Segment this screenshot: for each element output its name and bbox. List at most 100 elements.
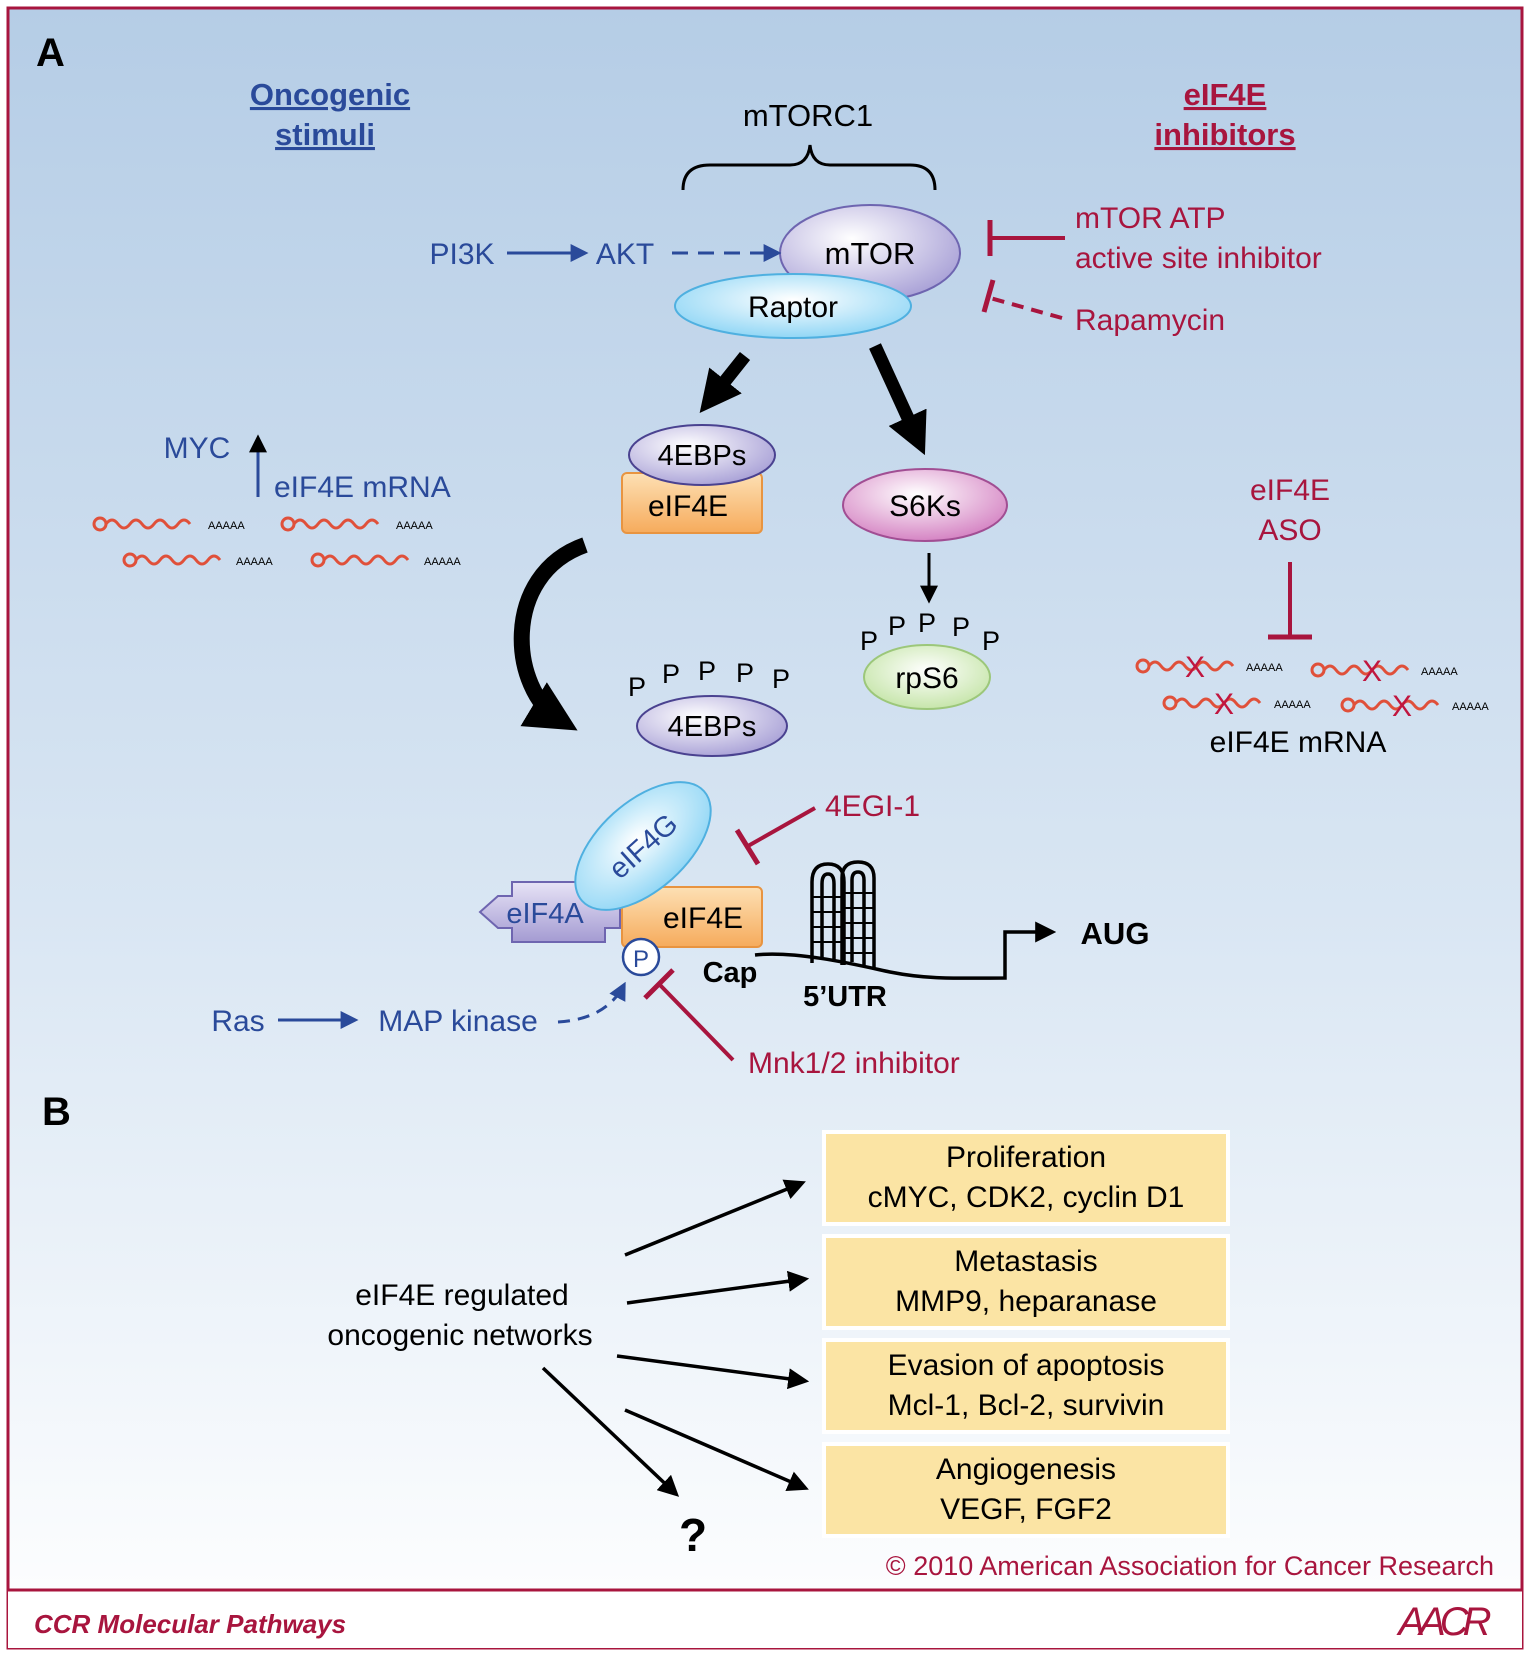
phosphate: P	[662, 659, 680, 689]
mrna-5utr-line	[754, 921, 1057, 980]
mrna-transcript-blocked: AAAAA	[1162, 695, 1311, 711]
poly-a-tail: AAAAA	[1274, 699, 1311, 711]
rps6-node	[863, 644, 991, 710]
mapk-phosphorylation-arrow	[557, 981, 626, 1024]
raptor-node	[674, 273, 912, 339]
aug-label: AUG	[1081, 916, 1150, 951]
network-source-line2: oncogenic networks	[327, 1319, 592, 1352]
mrna-transcript: AAAAA	[92, 516, 245, 532]
mrna-transcript: AAAAA	[310, 552, 461, 568]
poly-a-tail: AAAAA	[1421, 666, 1458, 678]
outcome-box: Angiogenesis VEGF, FGF2	[822, 1442, 1230, 1538]
outcome-genes: MMP9, heparanase	[895, 1285, 1157, 1318]
unknown-outcome: ?	[679, 1509, 707, 1561]
poly-a-tail: AAAAA	[1246, 662, 1283, 674]
panel-a-label: A	[36, 31, 65, 75]
outcome-box-bg	[822, 1442, 1230, 1538]
knockdown-x: X	[1362, 655, 1382, 688]
eif4e-mrna-left-label: eIF4E mRNA	[274, 471, 451, 504]
panel-b-label: B	[42, 1090, 71, 1134]
utr-hairpin	[840, 860, 876, 968]
rapamycin-inhibition-line	[989, 296, 1063, 320]
network-arrow	[616, 1354, 810, 1390]
4ebps-bound-node	[628, 424, 776, 486]
outcome-box-bg	[822, 1234, 1230, 1330]
phosphate: P	[860, 626, 878, 656]
mrna-transcript-blocked: AAAAA	[1310, 662, 1458, 678]
outcome-genes: cMYC, CDK2, cyclin D1	[868, 1181, 1185, 1214]
network-arrow	[624, 1179, 806, 1257]
network-arrow	[624, 1408, 809, 1491]
s6ks-label: S6Ks	[889, 490, 961, 523]
inhibitors-title-line1: eIF4E	[1184, 77, 1267, 112]
ras-label: Ras	[211, 1005, 264, 1038]
outcome-title: Proliferation	[946, 1141, 1106, 1174]
outcome-box-bg	[822, 1338, 1230, 1434]
mtor-label: mTOR	[825, 236, 916, 271]
phosphate: P	[982, 626, 1000, 656]
4ebps-phospho-node	[636, 695, 788, 757]
4egi1-label: 4EGI-1	[825, 790, 920, 823]
mrna-transcript: AAAAA	[280, 516, 433, 532]
inhibitors-title-line2: inhibitors	[1154, 117, 1295, 152]
mtorc1-s6k-arrow	[869, 343, 927, 456]
phosphate: P	[888, 611, 906, 641]
knockdown-x: X	[1392, 690, 1412, 723]
mtorc1-4ebp-arrow	[699, 351, 751, 414]
pi3k-label: PI3K	[429, 238, 494, 271]
phosphate-circle-label: P	[633, 946, 649, 973]
knockdown-x: X	[1214, 688, 1234, 721]
mnk-inhibitor-label: Mnk1/2 inhibitor	[748, 1047, 960, 1080]
poly-a-tail: AAAAA	[208, 520, 245, 532]
phosphate-circle	[621, 937, 661, 977]
4ebp-release-arrow	[513, 537, 588, 731]
4ebps-phospho-label: 4EBPs	[668, 711, 757, 743]
poly-a-tail: AAAAA	[424, 556, 461, 568]
footer-band	[8, 1590, 1522, 1648]
eif4g-node	[574, 781, 712, 911]
oncogenic-title-line2: stimuli	[275, 117, 375, 152]
aso-label-line2: ASO	[1258, 514, 1321, 547]
poly-a-tail: AAAAA	[396, 520, 433, 532]
poly-a-tail: AAAAA	[236, 556, 273, 568]
outcome-box: Evasion of apoptosis Mcl-1, Bcl-2, survi…	[822, 1338, 1230, 1434]
mtor-atp-inhibitor-line1: mTOR ATP	[1075, 202, 1226, 235]
mnk-inhibition-line	[658, 983, 735, 1062]
eif4a-label: eIF4A	[506, 898, 584, 930]
outcome-box: Metastasis MMP9, heparanase	[822, 1234, 1230, 1330]
poly-a-tail: AAAAA	[1452, 701, 1489, 713]
network-arrow	[626, 1270, 810, 1305]
raptor-label: Raptor	[748, 291, 838, 324]
mrna-transcript: AAAAA	[122, 552, 273, 568]
phosphate: P	[918, 608, 936, 638]
copyright-notice: © 2010 American Association for Cancer R…	[886, 1551, 1494, 1581]
outcome-box: Proliferation cMYC, CDK2, cyclin D1	[822, 1130, 1230, 1226]
rps6-label: rpS6	[895, 662, 958, 695]
mtorc1-label: mTORC1	[743, 98, 873, 133]
aso-label-line1: eIF4E	[1250, 474, 1330, 507]
mtorc1-bracket	[681, 144, 937, 191]
eif4e-cap-label: eIF4E	[663, 902, 743, 935]
network-source-line1: eIF4E regulated	[355, 1279, 568, 1312]
rapamycin-inhibition-bar	[981, 279, 996, 313]
map-kinase-label: MAP kinase	[378, 1005, 538, 1038]
outcome-genes: Mcl-1, Bcl-2, survivin	[888, 1389, 1165, 1422]
eif4e-cap-box	[621, 886, 763, 948]
series-title: CCR Molecular Pathways	[34, 1609, 346, 1639]
akt-label: AKT	[596, 238, 654, 271]
phosphate: P	[736, 658, 754, 688]
mtor-atp-inhibitor-line2: active site inhibitor	[1075, 242, 1322, 275]
4egi1-inhibition-bar	[734, 828, 761, 866]
aacr-logo: AACR	[1396, 1600, 1490, 1644]
4ebps-bound-label: 4EBPs	[658, 440, 747, 472]
myc-label: MYC	[164, 432, 231, 465]
outcome-title: Evasion of apoptosis	[888, 1349, 1165, 1382]
phosphate: P	[698, 656, 716, 686]
outcome-title: Angiogenesis	[936, 1453, 1116, 1486]
mnk-inhibition-bar	[643, 968, 675, 1000]
network-arrow-unknown	[541, 1366, 680, 1497]
outcome-box-bg	[822, 1130, 1230, 1226]
utr-label: 5’UTR	[803, 981, 887, 1013]
